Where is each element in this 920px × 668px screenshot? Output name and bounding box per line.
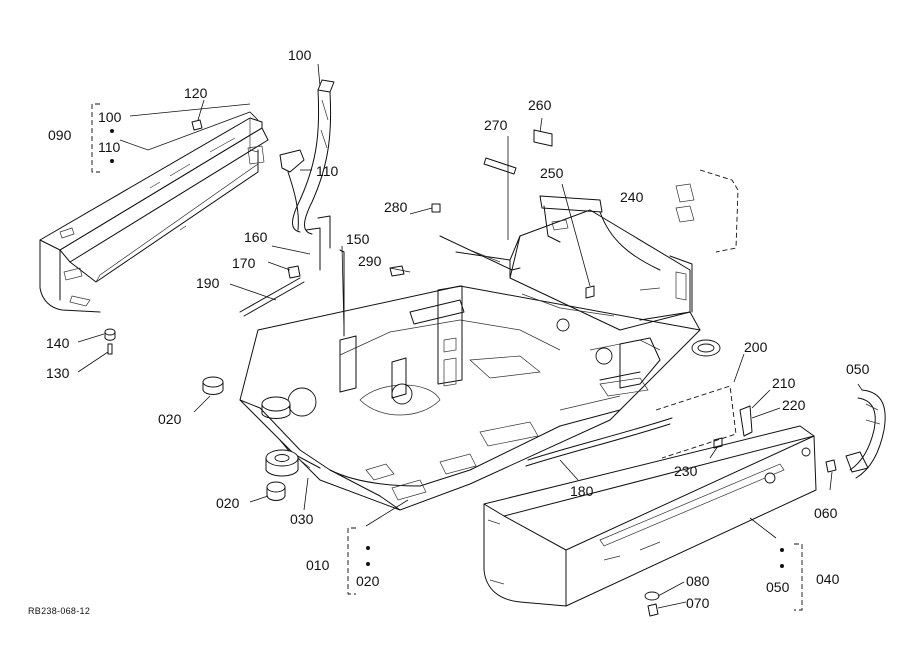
right-step-cover (483, 425, 817, 607)
callout-170: 170 (232, 255, 256, 271)
callout-260: 260 (528, 97, 552, 113)
group-brackets (91, 103, 803, 611)
callout-040: 040 (816, 571, 840, 587)
callout-020-lower: 020 (216, 495, 240, 511)
callout-200: 200 (744, 339, 768, 355)
callout-020-group: 020 (356, 573, 380, 589)
callout-290: 290 (358, 253, 382, 269)
callout-190: 190 (196, 275, 220, 291)
rear-frame-bracket (439, 195, 701, 331)
callout-210: 210 (772, 375, 796, 391)
leader-lines (77, 63, 863, 609)
callout-020-cap: 020 (158, 411, 182, 427)
left-grab-handle (292, 79, 335, 235)
callout-230: 230 (674, 463, 698, 479)
callout-010: 010 (306, 557, 330, 573)
drawing-reference-code: RB238-068-12 (28, 606, 91, 616)
callout-110: 110 (316, 163, 339, 179)
left-step-cover (39, 117, 269, 313)
callout-280: 280 (384, 199, 408, 215)
rear-panel-outline (699, 169, 739, 253)
callout-150: 150 (346, 231, 370, 247)
small-parts (104, 119, 837, 617)
callout-130: 130 (46, 365, 70, 381)
callout-270: 270 (484, 117, 508, 133)
callout-180: 180 (570, 483, 594, 499)
callout-140: 140 (46, 335, 70, 351)
callout-050-handle: 050 (846, 361, 870, 377)
callout-070: 070 (686, 595, 710, 611)
callout-030: 030 (290, 511, 314, 527)
callout-160: 160 (244, 229, 268, 245)
callout-240: 240 (620, 189, 644, 205)
main-frame (239, 285, 721, 511)
callout-050-group: 050 (766, 579, 790, 595)
right-grab-handle (845, 389, 886, 479)
panel-outline (655, 385, 737, 459)
callout-110-group: 110 (98, 139, 121, 155)
callout-220: 220 (782, 397, 806, 413)
callout-120: 120 (184, 85, 208, 101)
callout-080: 080 (686, 573, 710, 589)
callout-090: 090 (48, 127, 72, 143)
callout-250: 250 (540, 165, 564, 181)
callout-060: 060 (814, 505, 838, 521)
callout-100-group: 100 (98, 109, 122, 125)
callout-100: 100 (288, 47, 312, 63)
handle-bracket (247, 145, 305, 231)
